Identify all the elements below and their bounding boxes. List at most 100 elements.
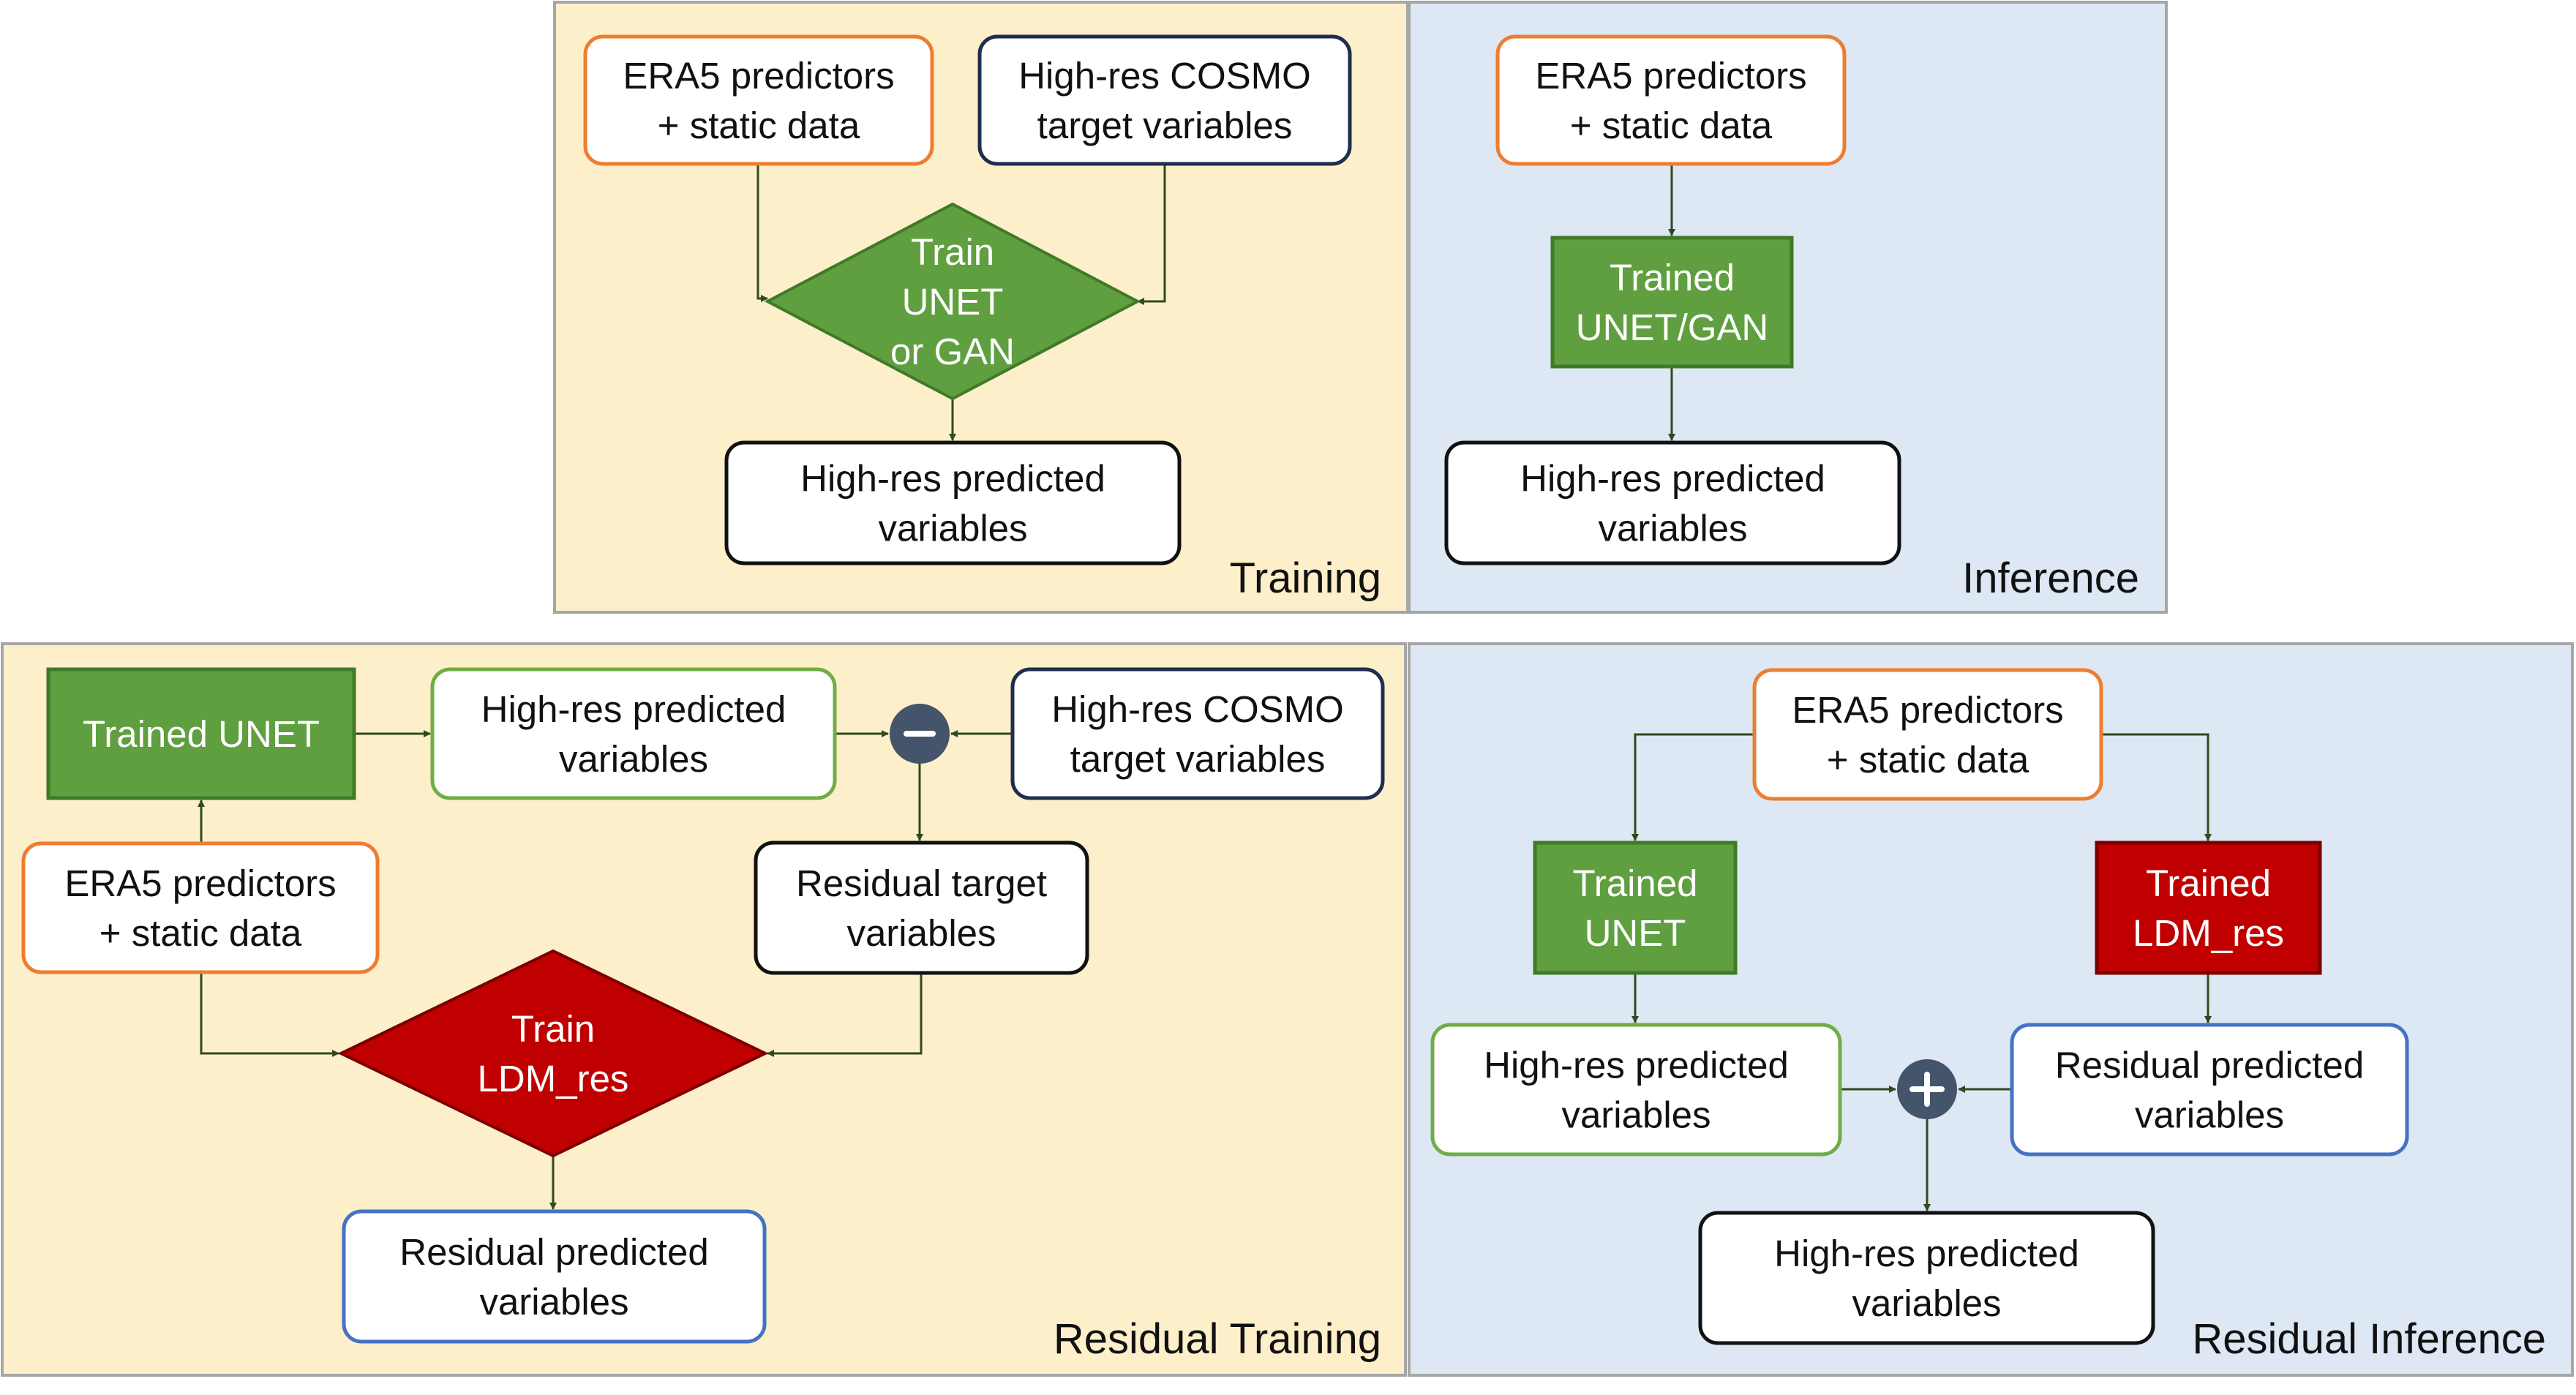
training-output-box-text: High-res predicted variables — [800, 457, 1105, 549]
rt-minus-operator — [890, 704, 950, 764]
rt-trained-unet-box-shape — [46, 667, 356, 800]
panel-inference-label: Inference — [1962, 554, 2139, 602]
arrow-training-era5-to-train — [756, 164, 768, 302]
ri-trained-unet-box-line: Trained — [1572, 862, 1697, 904]
ri-residual-predicted-box-line: variables — [2135, 1094, 2284, 1135]
arrow-rt-residual-target-to-train — [767, 973, 923, 1057]
rt-era5-box-text: ERA5 predictors + static data — [64, 862, 336, 954]
inference-output-box-line: variables — [1598, 507, 1747, 549]
training-cosmo-box-line: target variables — [1037, 105, 1293, 146]
rt-era5-box-line: + static data — [99, 912, 302, 954]
ri-predicted-box-line: variables — [1561, 1094, 1711, 1135]
training-output-box-line: variables — [878, 507, 1027, 549]
rt-era5-box-line: ERA5 predictors — [64, 862, 336, 904]
arrow-ri-era5-to-ldm — [2101, 733, 2212, 841]
training-era5-box-text: ERA5 predictors+ static data — [623, 55, 894, 146]
ri-era5-box-text: ERA5 predictors + static data — [1792, 689, 2063, 781]
rt-cosmo-box-line: target variables — [1070, 738, 1326, 780]
ri-era5-box-line: ERA5 predictors — [1792, 689, 2063, 731]
inference-output-box-shape — [1444, 440, 1901, 565]
rt-trained-unet-box-line: Trained UNET — [83, 713, 320, 755]
inference-era5-box: ERA5 predictors+ static data — [1495, 34, 1847, 166]
ri-predicted-box-line: High-res predicted — [1484, 1044, 1789, 1086]
ri-residual-predicted-box-text: Residual predicted variables — [2055, 1044, 2364, 1135]
arrow-training-cosmo-to-train — [1137, 164, 1166, 305]
ri-trained-ldm-box-shape — [2095, 841, 2322, 975]
inference-trained-box-line: Trained — [1610, 257, 1735, 298]
rt-residual-predicted-box-line: variables — [479, 1281, 628, 1323]
rt-cosmo-box-text: High-res COSMO target variables — [1051, 688, 1344, 780]
training-cosmo-box-text: High-res COSMO target variables — [1018, 55, 1311, 146]
rt-cosmo-box-line: High-res COSMO — [1051, 688, 1344, 730]
ri-residual-predicted-box-shape — [2010, 1023, 2409, 1157]
rt-predicted-box-line: High-res predicted — [481, 688, 786, 730]
rt-trained-unet-box-text: Trained UNET — [83, 713, 320, 755]
training-era5-box: ERA5 predictors+ static data — [583, 34, 934, 166]
ri-output-box: High-res predicted variables — [1698, 1211, 2155, 1345]
inference-output-box: High-res predicted variables — [1444, 440, 1901, 565]
rt-era5-box: ERA5 predictors + static data — [21, 841, 380, 974]
ri-output-box-shape — [1698, 1211, 2155, 1345]
ri-residual-predicted-box: Residual predicted variables — [2010, 1023, 2409, 1157]
ri-residual-predicted-box-line: Residual predicted — [2055, 1044, 2364, 1086]
inference-output-box-text: High-res predicted variables — [1520, 457, 1825, 549]
inference-era5-box-text: ERA5 predictors+ static data — [1535, 55, 1806, 146]
panel-training-label: Training — [1230, 554, 1381, 602]
ri-predicted-box-shape — [1430, 1023, 1842, 1157]
ri-era5-box-shape — [1752, 668, 2103, 801]
training-output-box-shape — [724, 440, 1182, 565]
ri-trained-ldm-box-line: LDM_res — [2133, 912, 2284, 954]
ri-output-box-text: High-res predicted variables — [1774, 1233, 2079, 1324]
rt-era5-box-shape — [21, 841, 380, 974]
rt-residual-target-box: Residual target variables — [754, 841, 1089, 975]
rt-trained-unet-box: Trained UNET — [46, 667, 356, 800]
ri-trained-unet-box-shape — [1533, 841, 1738, 975]
training-cosmo-box-shape — [977, 34, 1352, 166]
training-output-box-line: High-res predicted — [800, 457, 1105, 499]
ri-era5-box-line: + static data — [1827, 739, 2029, 781]
rt-predicted-box-shape — [430, 667, 837, 800]
training-cosmo-box-line: High-res COSMO — [1018, 55, 1311, 97]
rt-train-diamond-line: LDM_res — [478, 1058, 629, 1099]
training-train-diamond-line: or GAN — [890, 331, 1015, 372]
training-era5-box-shape — [583, 34, 934, 166]
ri-output-box-line: High-res predicted — [1774, 1233, 2079, 1274]
rt-residual-target-box-shape — [754, 841, 1089, 975]
inference-trained-box-shape — [1550, 236, 1794, 369]
inference-era5-box-line: ERA5 predictors — [1535, 55, 1806, 97]
training-era5-box-line: + static data — [658, 105, 860, 146]
rt-residual-target-box-line: variables — [846, 912, 996, 954]
ri-trained-ldm-box-line: Trained — [2146, 862, 2271, 904]
rt-train-diamond-line: Train — [511, 1008, 595, 1050]
rt-train-diamond-shape — [337, 949, 769, 1158]
arrow-rt-era5-to-train — [200, 972, 339, 1057]
ri-plus-operator-plus-icon — [1910, 1072, 1945, 1107]
rt-residual-predicted-box-line: Residual predicted — [399, 1231, 708, 1273]
ri-output-box-line: variables — [1852, 1282, 2001, 1324]
training-train-diamond-line: UNET — [902, 281, 1004, 323]
panel-residual-training-label: Residual Training — [1054, 1315, 1381, 1363]
rt-residual-predicted-box-text: Residual predicted variables — [399, 1231, 708, 1323]
rt-residual-predicted-box-shape — [342, 1209, 767, 1344]
ri-predicted-box: High-res predicted variables — [1430, 1023, 1842, 1157]
rt-residual-target-box-line: Residual target — [796, 862, 1047, 904]
ri-plus-operator — [1897, 1059, 1957, 1119]
inference-era5-box-shape — [1495, 34, 1847, 166]
inference-output-box-line: High-res predicted — [1520, 457, 1825, 499]
ri-era5-box: ERA5 predictors + static data — [1752, 668, 2103, 801]
rt-cosmo-box: High-res COSMO target variables — [1010, 667, 1385, 800]
panel-residual-inference-label: Residual Inference — [2192, 1315, 2546, 1363]
